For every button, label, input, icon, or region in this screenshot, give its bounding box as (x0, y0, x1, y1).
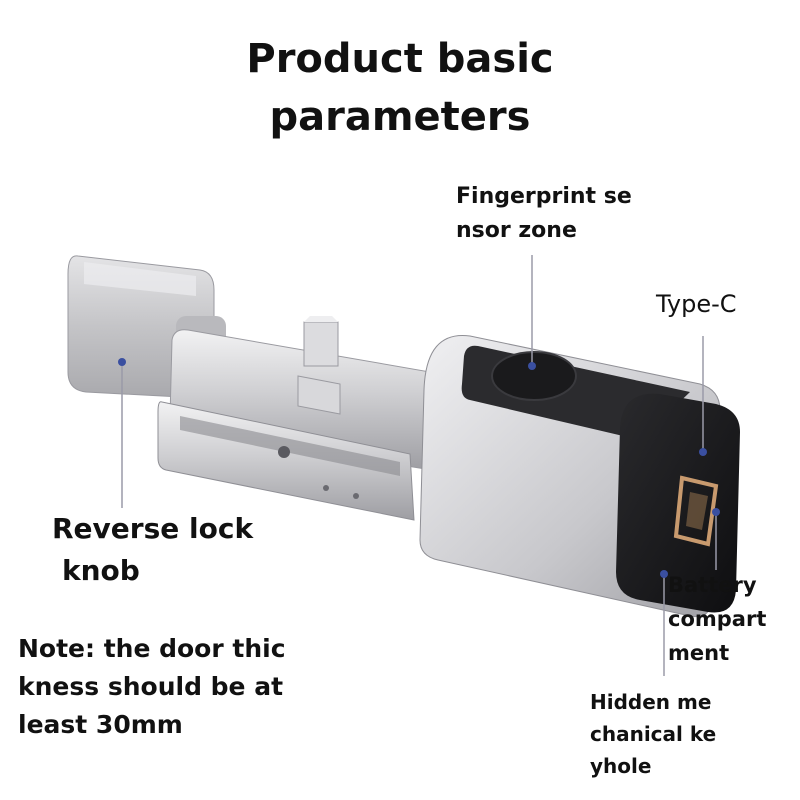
callout-lines (121, 255, 717, 676)
fingerprint-label-line-2: nsor zone (456, 218, 577, 243)
title-line-1: Product basic (246, 36, 554, 82)
keyhole-label-line-1: Hidden me (590, 690, 712, 714)
callout-dot-keyhole (660, 570, 668, 578)
knob-label-line-1: Reverse lock (52, 512, 254, 545)
callout-dot-typec (699, 448, 707, 456)
callout-dot-fingerprint (528, 362, 536, 370)
reverse-lock-knob-label: Reverse lock knob (52, 508, 253, 592)
smart-lock-head (419, 334, 740, 618)
battery-compartment-label: Battery compart ment (668, 568, 766, 670)
hidden-keyhole-label: Hidden me chanical ke yhole (590, 686, 716, 782)
fingerprint-label-line-1: Fingerprint se (456, 184, 632, 209)
callout-dot-knob (118, 358, 126, 366)
battery-label-line-1: Battery (668, 573, 757, 597)
battery-label-line-2: compart (668, 607, 767, 631)
knob-label-line-2: knob (62, 554, 140, 587)
keyhole-label-line-2: chanical ke (590, 722, 717, 746)
title-line-2: parameters (269, 94, 531, 140)
note-line-2: kness should be at (18, 672, 284, 701)
note-line-1: Note: the door thic (18, 634, 286, 663)
fingerprint-sensor-label: Fingerprint se nsor zone (456, 180, 632, 248)
type-c-label: Type-C (656, 290, 737, 318)
callout-dot-battery (712, 508, 720, 516)
page-title: Product basic parameters (180, 30, 620, 146)
door-thickness-note: Note: the door thic kness should be at l… (18, 630, 286, 744)
cylinder-body (157, 316, 433, 521)
battery-label-line-3: ment (668, 641, 730, 665)
note-line-3: least 30mm (18, 710, 183, 739)
callout-dots (118, 358, 720, 578)
keyhole-label-line-3: yhole (590, 754, 652, 778)
